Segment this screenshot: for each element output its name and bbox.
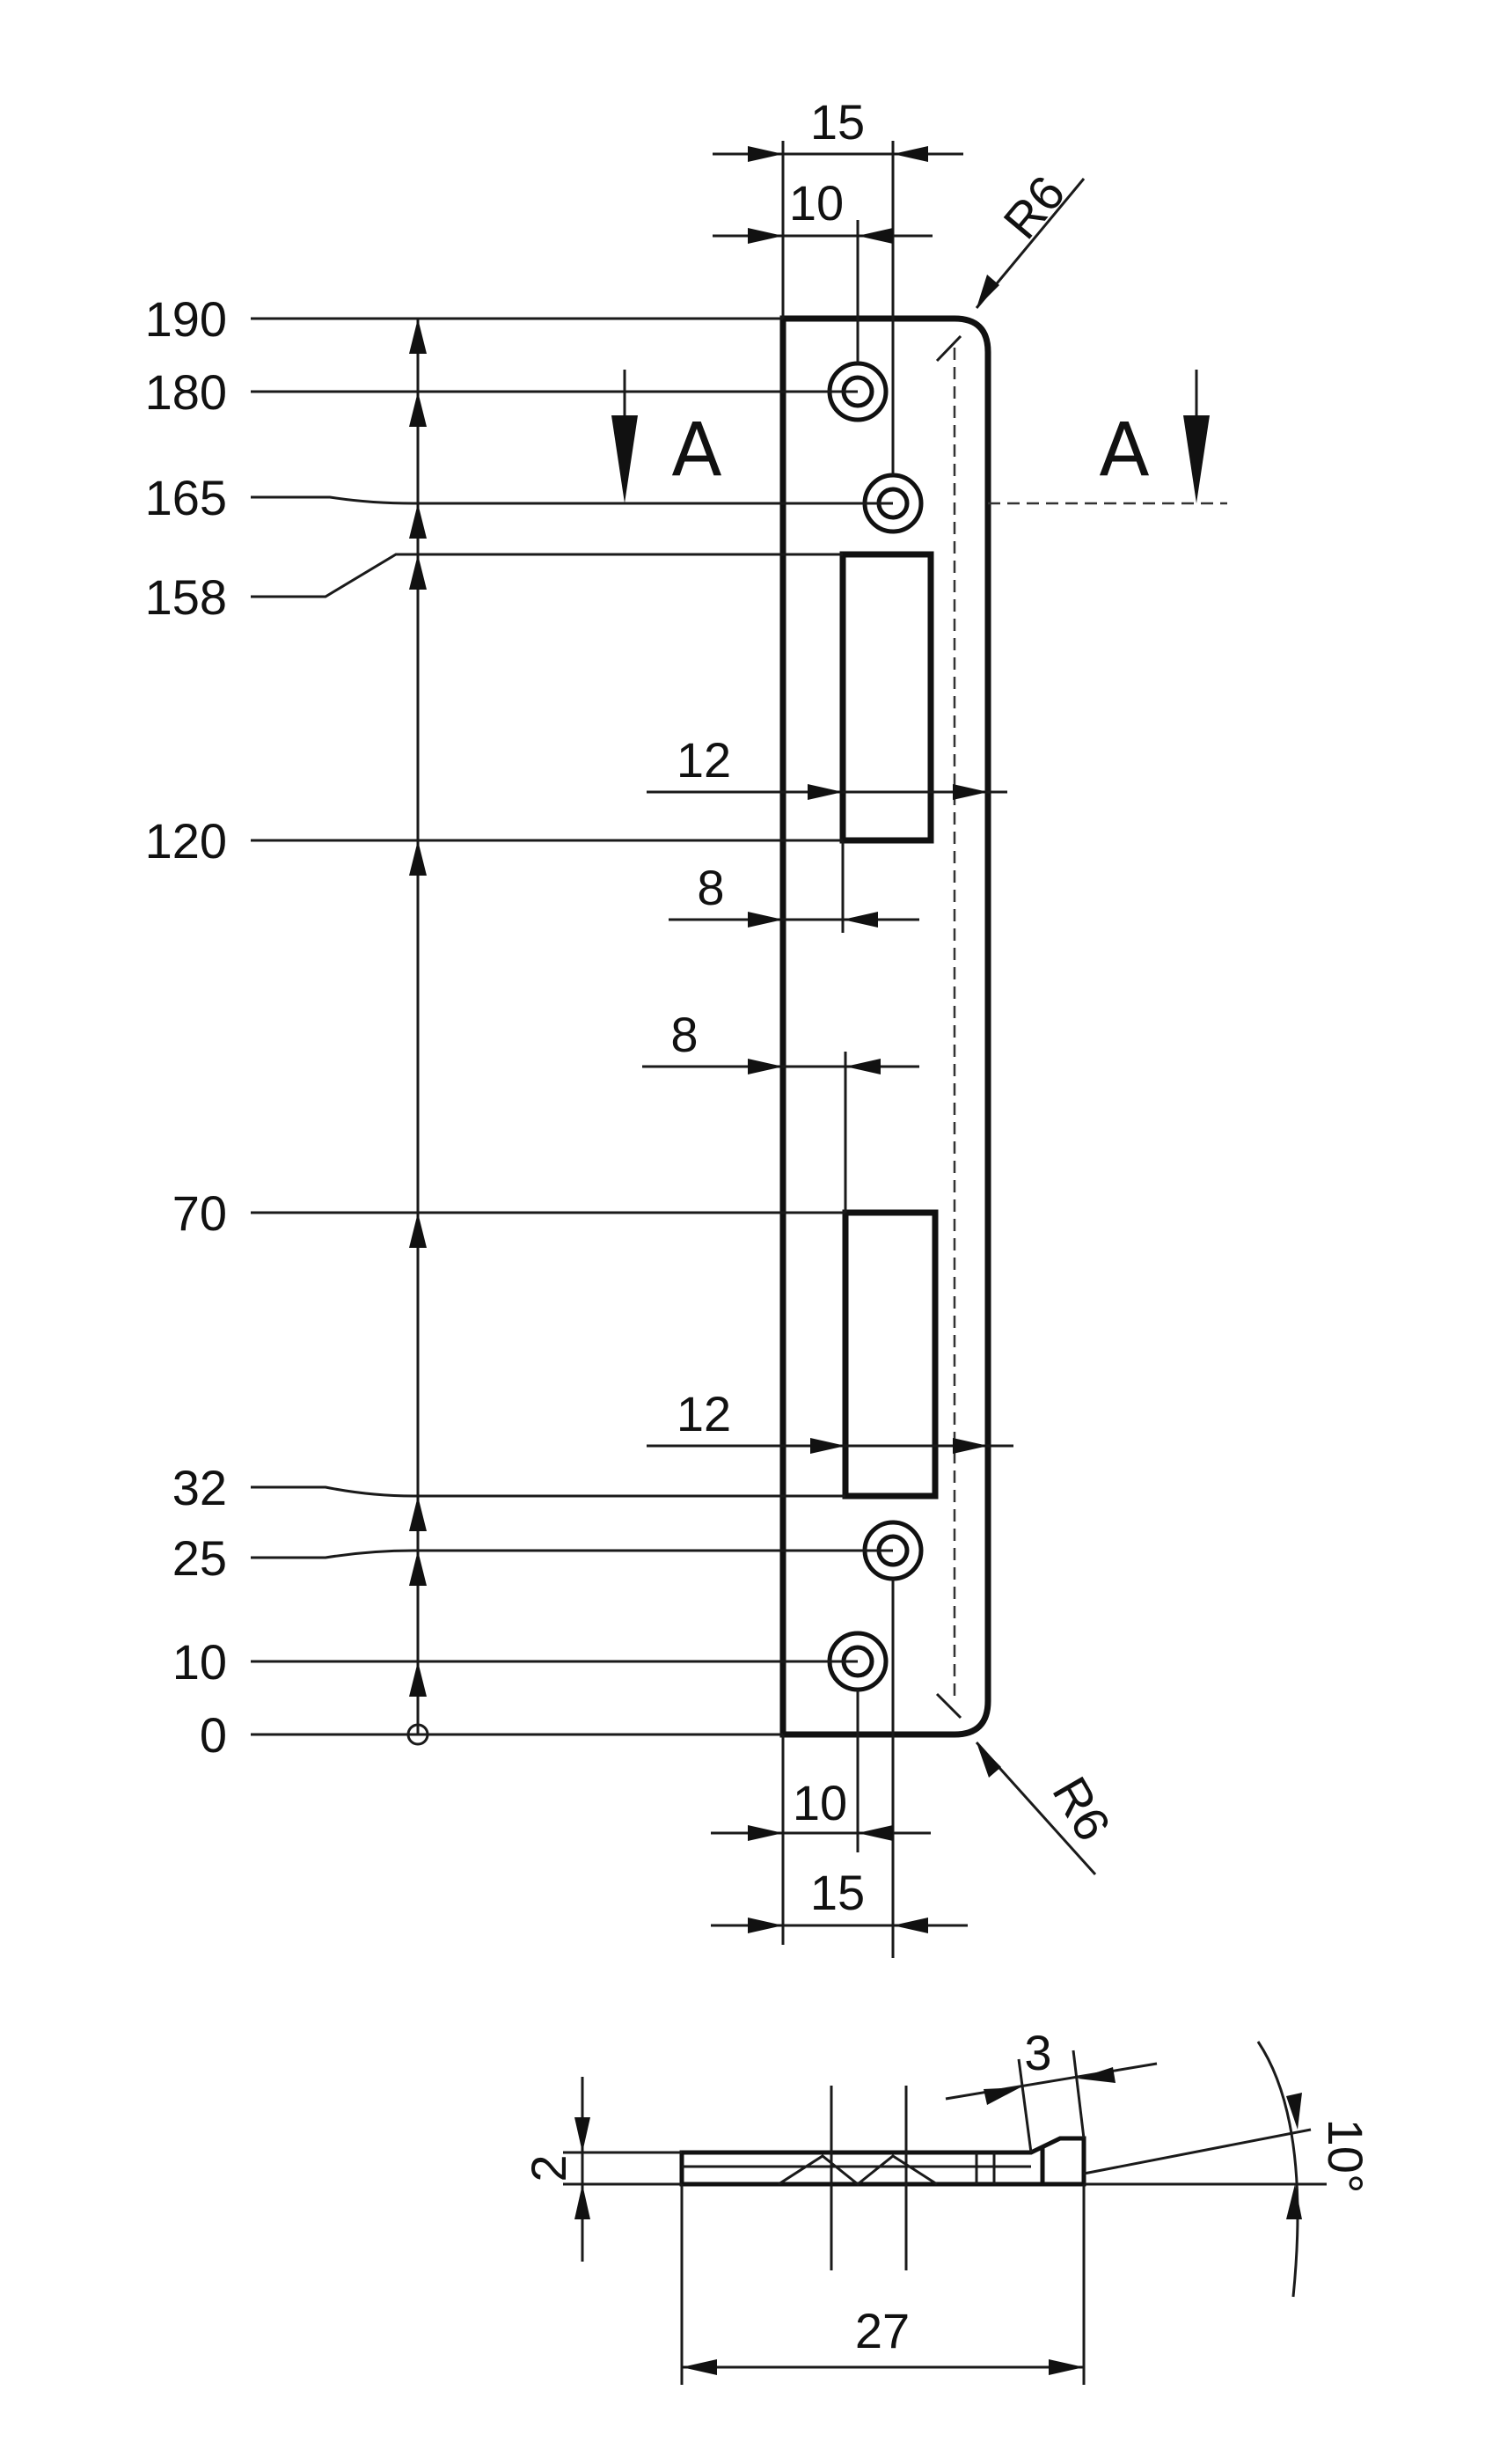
bottom-width-15: 15 [810, 1865, 865, 1920]
dim-label-190: 190 [145, 291, 227, 347]
dim-label-10: 10 [172, 1634, 227, 1690]
bottom-width-10: 10 [793, 1775, 847, 1830]
slot-dimensions: 12 8 8 12 [642, 732, 1013, 1454]
dim-label-165: 165 [145, 470, 227, 525]
section-width-27: 27 [855, 2303, 910, 2358]
strike-plate-front-view [779, 315, 991, 1738]
upper-slot-width-12: 12 [677, 732, 731, 788]
radius-top-label: R6 [992, 165, 1075, 249]
section-marker-right: A [1099, 407, 1149, 493]
vertical-dimension-chain: 190 180 165 158 120 70 32 25 10 0 [145, 291, 893, 1763]
section-bevel-3: 3 [1024, 2025, 1051, 2080]
radius-callouts: R6 R6 [935, 165, 1122, 1876]
upper-slot [839, 551, 934, 844]
dim-label-0: 0 [200, 1707, 227, 1763]
section-view: 2 3 10° 27 [521, 2025, 1373, 2385]
top-width-10: 10 [789, 175, 844, 231]
top-width-15: 15 [810, 94, 865, 150]
dim-label-158: 158 [145, 569, 227, 625]
radius-bottom-label: R6 [1042, 1767, 1121, 1850]
dim-label-70: 70 [172, 1185, 227, 1241]
top-width-dimensions: 15 10 [713, 94, 963, 475]
dim-label-120: 120 [145, 813, 227, 869]
section-marker-left: A [671, 407, 721, 493]
lower-slot-width-12: 12 [677, 1386, 731, 1441]
dim-label-180: 180 [145, 364, 227, 420]
upper-slot-offset-8: 8 [697, 860, 724, 915]
bottom-width-dimensions: 10 15 [711, 1579, 968, 1958]
section-angle-10: 10° [1318, 2119, 1373, 2194]
lower-slot [842, 1209, 939, 1500]
dim-label-25: 25 [172, 1530, 227, 1586]
section-thickness-2: 2 [521, 2154, 576, 2182]
lower-slot-offset-8: 8 [670, 1007, 698, 1062]
dim-label-32: 32 [172, 1460, 227, 1515]
section-markers: A A [611, 370, 1227, 505]
